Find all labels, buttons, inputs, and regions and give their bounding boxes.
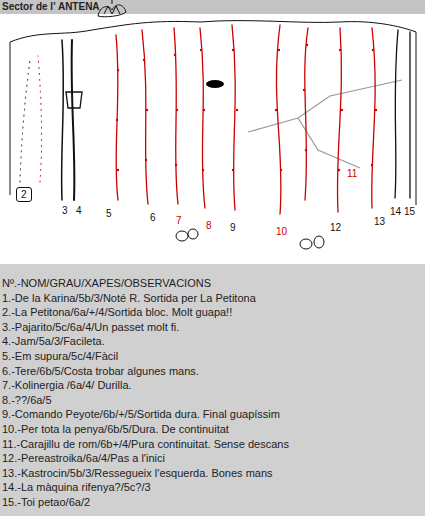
boulders xyxy=(176,229,324,249)
sector-title: Sector de l' ANTENA xyxy=(2,1,100,12)
route-number: 2 xyxy=(16,187,32,202)
rock-outline xyxy=(10,21,416,205)
header-band xyxy=(0,0,425,14)
route-entry: 9.-Comando Peyote/6b/+/5/Sortida dura. F… xyxy=(2,408,280,420)
drawing-panel xyxy=(0,14,425,264)
route-entry: 2.-La Petitona/6a/+/4/Sortida bloc. Molt… xyxy=(2,306,232,318)
route-entry: 7.-Kolinergia /6a/4/ Durilla. xyxy=(2,379,132,391)
route-entry: 12.-Pereastroika/6a/4/Pas a l'inici xyxy=(2,452,165,464)
route-number: 5 xyxy=(106,208,112,219)
route-number: 10 xyxy=(276,226,287,237)
bolt-dots xyxy=(116,44,377,171)
route-entry: 15.-Toi petao/6a/2 xyxy=(2,496,90,508)
route-entry: 3.-Pajarito/5c/6a/4/Un passet molt fi. xyxy=(2,321,179,333)
route-number: 4 xyxy=(76,205,82,216)
route-number: 14 xyxy=(390,206,401,217)
route-entry: 4.-Jam/5a/3/Facileta. xyxy=(2,335,105,347)
antenna-scribble xyxy=(98,0,126,17)
route-number: 11 xyxy=(347,168,357,179)
route-number: 8 xyxy=(206,220,212,231)
route-number: 6 xyxy=(150,212,156,223)
crack-lines xyxy=(248,80,402,168)
route-entry: 1.-De la Karina/5b/3/Noté R. Sortida per… xyxy=(2,292,256,304)
route-number: 15 xyxy=(404,206,415,217)
route-number: 13 xyxy=(374,216,385,227)
route-entry: 11.-Carajillu de rom/6b+/4/Pura continui… xyxy=(2,438,289,450)
route-entry: 14.-La màquina rifenya?/5c?/3 xyxy=(2,481,151,493)
route-number: 12 xyxy=(330,222,341,233)
route-entry: 13.-Kastrocin/5b/3/Ressegueix l'esquerda… xyxy=(2,467,273,479)
route-entry: 10.-Per tota la penya/6b/5/Dura. De cont… xyxy=(2,423,229,435)
route-lines xyxy=(20,25,410,214)
route-entry: 6.-Tere/6b/5/Costa trobar algunes mans. xyxy=(2,365,199,377)
table-header: Nº.-NOM/GRAU/XAPES/OBSERVACIONS xyxy=(2,277,211,289)
route-entry: 8.-??/6a/5 xyxy=(2,394,52,406)
route-number: 9 xyxy=(230,222,236,233)
route-number: 7 xyxy=(176,215,182,226)
route-entry: 5.-Em supura/5c/4/Fàcil xyxy=(2,350,118,362)
rock-feature xyxy=(206,80,224,88)
route-number: 3 xyxy=(62,205,68,216)
